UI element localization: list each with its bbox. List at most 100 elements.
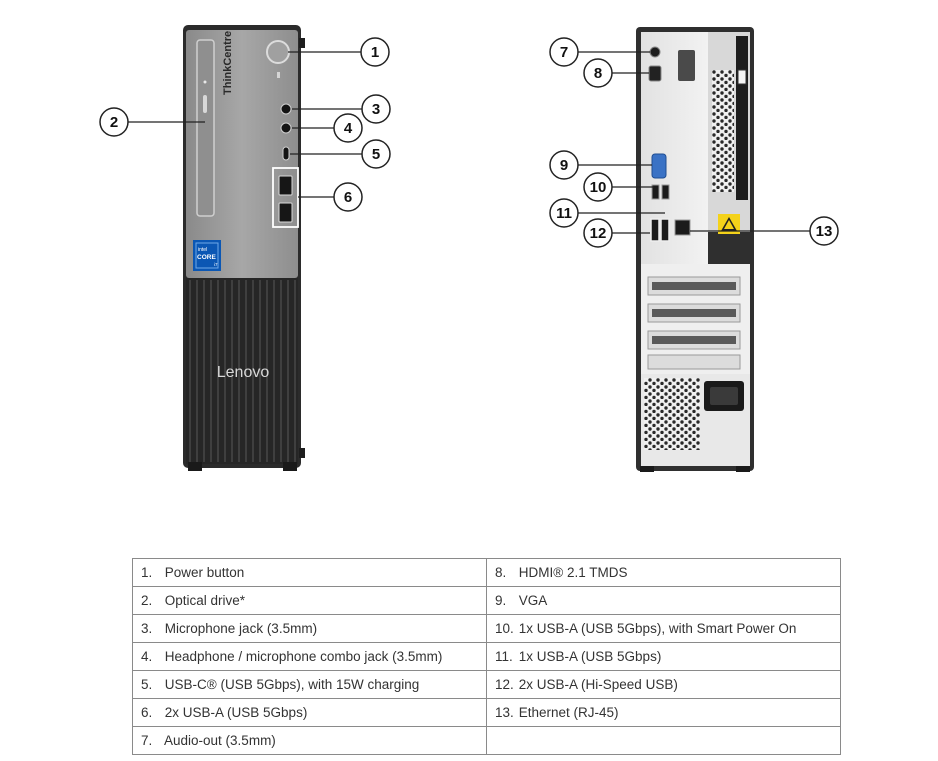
item-number: 2. <box>141 593 153 608</box>
item-number: 9. <box>495 593 507 608</box>
front-usb-a-port-lower <box>278 202 293 223</box>
rear-upper-vent <box>712 70 734 192</box>
psu-fan-vent <box>644 378 700 450</box>
item-number: 12. <box>495 677 514 692</box>
item-label: HDMI® 2.1 TMDS <box>518 565 628 580</box>
table-cell-right <box>486 726 841 755</box>
rear-usb-a-hispeed-1 <box>650 218 660 242</box>
table-row: 2. Optical drive* 9. VGA <box>132 586 841 615</box>
item-number: 5. <box>141 677 153 692</box>
item-label: USB-C® (USB 5Gbps), with 15W charging <box>164 677 420 692</box>
rear-callout-7: 7 <box>549 37 650 67</box>
item-label: Optical drive* <box>164 593 246 608</box>
item-label: 1x USB-A (USB 5Gbps), with Smart Power O… <box>518 621 797 636</box>
svg-text:12: 12 <box>590 225 607 242</box>
table-cell-left: 2. Optical drive* <box>132 586 487 615</box>
svg-text:5: 5 <box>372 146 380 163</box>
svg-text:6: 6 <box>344 189 352 206</box>
rear-audio-out-jack <box>649 46 661 58</box>
front-top-tab <box>299 38 305 48</box>
optical-drive-led <box>203 80 207 84</box>
item-number: 1. <box>141 565 153 580</box>
front-callout-1: 1 <box>288 37 390 67</box>
warning-label <box>718 214 740 234</box>
item-number: 3. <box>141 621 153 636</box>
rear-foot-left <box>640 466 654 472</box>
front-foot-left <box>188 462 202 471</box>
rear-foot-right <box>736 466 750 472</box>
item-number: 7. <box>141 733 153 748</box>
security-slot <box>737 69 747 85</box>
rear-callout-10: 10 <box>583 172 654 202</box>
rear-callout-8: 8 <box>583 58 649 88</box>
table-cell-right: 10. 1x USB-A (USB 5Gbps), with Smart Pow… <box>486 614 841 643</box>
item-number: 6. <box>141 705 153 720</box>
table-cell-right: 13. Ethernet (RJ-45) <box>486 698 841 727</box>
rear-usb-a-smart-power-on <box>651 184 660 200</box>
rear-callout-9: 9 <box>549 150 652 180</box>
front-callout-6: 6 <box>298 182 363 212</box>
item-number: 13. <box>495 705 514 720</box>
usb-c-port <box>282 146 290 161</box>
item-number: 10. <box>495 621 514 636</box>
table-cell-left: 4. Headphone / microphone combo jack (3.… <box>132 642 487 671</box>
item-number: 8. <box>495 565 507 580</box>
microphone-jack <box>280 103 292 115</box>
item-label: 1x USB-A (USB 5Gbps) <box>518 649 662 664</box>
svg-text:13: 13 <box>816 223 833 240</box>
table-cell-right: 11. 1x USB-A (USB 5Gbps) <box>486 642 841 671</box>
table-row: 5. USB-C® (USB 5Gbps), with 15W charging… <box>132 670 841 699</box>
table-cell-right: 9. VGA <box>486 586 841 615</box>
svg-text:9: 9 <box>560 157 568 174</box>
thinkcentre-label: ThinkCentre <box>222 31 234 95</box>
power-led <box>277 72 280 78</box>
table-cell-left: 5. USB-C® (USB 5Gbps), with 15W charging <box>132 670 487 699</box>
power-inlet-socket <box>710 387 738 405</box>
front-usb-a-port-upper <box>278 175 293 196</box>
item-number: 11. <box>495 649 513 664</box>
table-row: 6. 2x USB-A (USB 5Gbps) 13. Ethernet (RJ… <box>132 698 841 727</box>
item-label: Audio-out (3.5mm) <box>164 733 276 748</box>
rear-chassis <box>636 27 754 472</box>
table-cell-right: 12. 2x USB-A (Hi-Speed USB) <box>486 670 841 699</box>
svg-text:1: 1 <box>371 44 379 61</box>
svg-text:11: 11 <box>556 205 572 222</box>
svg-text:3: 3 <box>372 101 380 118</box>
item-label: VGA <box>518 593 548 608</box>
intel-badge-text: intel <box>198 247 207 253</box>
table-cell-right: 8. HDMI® 2.1 TMDS <box>486 558 841 587</box>
front-foot-right <box>283 462 297 471</box>
table-row: 7. Audio-out (3.5mm) <box>132 726 841 755</box>
combo-audio-jack <box>280 122 292 134</box>
table-cell-left: 3. Microphone jack (3.5mm) <box>132 614 487 643</box>
table-row: 3. Microphone jack (3.5mm) 10. 1x USB-A … <box>132 614 841 643</box>
optical-drive-eject <box>203 95 207 113</box>
table-cell-left: 1. Power button <box>132 558 487 587</box>
rear-callout-13: 13 <box>690 216 839 246</box>
front-callout-4: 4 <box>292 113 363 143</box>
item-label: 2x USB-A (Hi-Speed USB) <box>518 677 678 692</box>
table-cell-left: 7. Audio-out (3.5mm) <box>132 726 487 755</box>
item-label: Power button <box>164 565 245 580</box>
ethernet-port <box>674 219 691 236</box>
expansion-slot-covers <box>647 276 741 370</box>
lenovo-logo: Lenovo <box>217 364 270 381</box>
front-callout-3: 3 <box>292 94 391 124</box>
rear-antenna-cover <box>678 50 695 81</box>
rear-side-rail <box>736 36 748 200</box>
product-diagram: ThinkCentre intel CORE i7 Lenovo 1 2 3 4 <box>99 25 839 472</box>
svg-text:7: 7 <box>560 44 568 61</box>
table-cell-left: 6. 2x USB-A (USB 5Gbps) <box>132 698 487 727</box>
rear-callout-12: 12 <box>583 218 650 248</box>
item-label: Ethernet (RJ-45) <box>518 705 619 720</box>
power-button <box>266 40 290 64</box>
optical-drive-bay <box>196 39 215 217</box>
table-row: 4. Headphone / microphone combo jack (3.… <box>132 642 841 671</box>
item-label: Headphone / microphone combo jack (3.5mm… <box>164 649 443 664</box>
core-badge-text: CORE <box>197 254 216 261</box>
svg-text:10: 10 <box>590 179 607 196</box>
svg-text:8: 8 <box>594 65 602 82</box>
intel-core-badge: intel CORE i7 <box>193 240 221 271</box>
rear-callout-11: 11 <box>549 198 665 228</box>
hdmi-port <box>648 65 662 82</box>
